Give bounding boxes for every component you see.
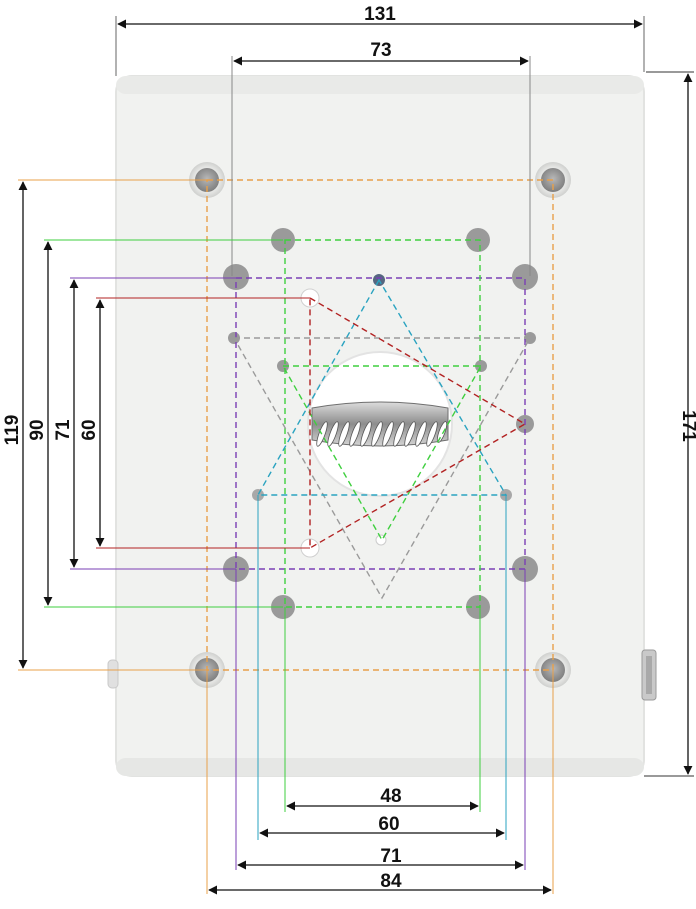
guide-orange-rect bbox=[206, 179, 554, 671]
label-71-bottom: 71 bbox=[380, 846, 402, 867]
label-71: 71 bbox=[53, 419, 74, 441]
label-131: 131 bbox=[364, 4, 396, 25]
label-60-left: 60 bbox=[79, 419, 100, 440]
guide-red-triangle bbox=[309, 296, 527, 550]
label-48: 48 bbox=[380, 786, 401, 807]
guide-gray-triangle bbox=[232, 337, 532, 600]
label-84: 84 bbox=[380, 871, 402, 892]
clamp-slots bbox=[316, 421, 448, 447]
extension-lines bbox=[18, 16, 694, 894]
label-73: 73 bbox=[370, 40, 391, 61]
guide-green-rect bbox=[284, 239, 481, 608]
dimension-arrows bbox=[18, 19, 693, 895]
center-opening bbox=[307, 351, 453, 497]
label-60-bottom: 60 bbox=[378, 814, 399, 835]
dimension-labels: 131 73 171 119 90 71 60 48 60 71 84 bbox=[2, 4, 696, 892]
guide-cyan-triangle bbox=[256, 278, 508, 496]
dashed-guides bbox=[206, 179, 554, 671]
label-90: 90 bbox=[27, 419, 48, 440]
guide-purple-rect bbox=[235, 277, 526, 570]
label-171: 171 bbox=[678, 410, 696, 442]
label-119: 119 bbox=[2, 415, 23, 446]
